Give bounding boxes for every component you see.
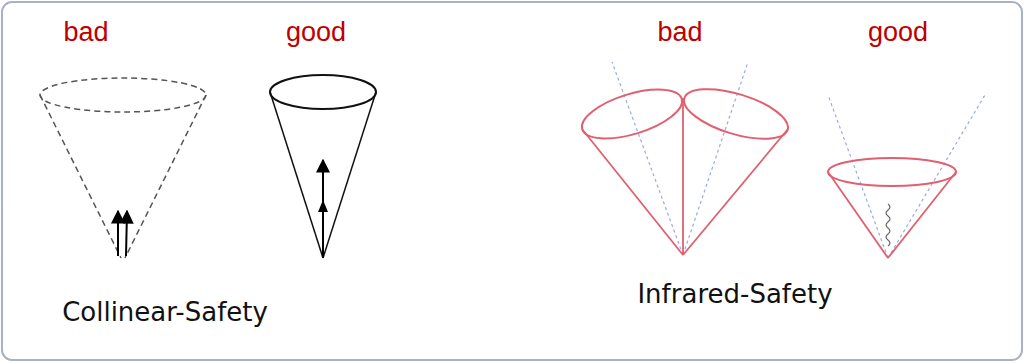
bad-collinear-cone — [40, 78, 206, 258]
verdict-label: good — [868, 18, 928, 48]
bad-infrared-cones — [576, 62, 793, 255]
good-infrared-cone — [828, 95, 985, 258]
verdict-label: bad — [657, 18, 702, 48]
caption-label: Infrared-Safety — [637, 280, 832, 309]
verdict-label: bad — [63, 18, 108, 48]
caption-label: Collinear-Safety — [62, 298, 268, 327]
good-collinear-cone — [270, 75, 376, 258]
verdict-label: good — [286, 18, 346, 48]
